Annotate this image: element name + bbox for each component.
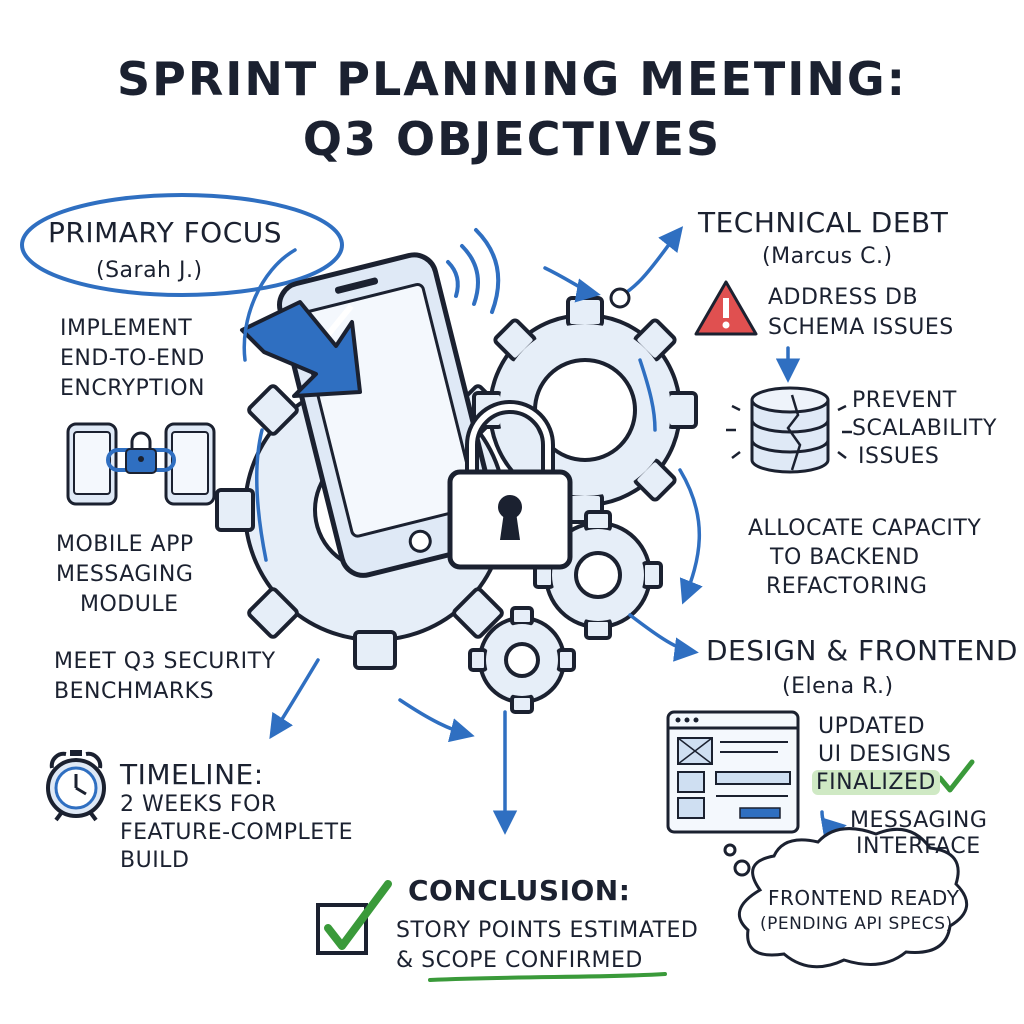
design-item2-line1: MESSAGING — [850, 808, 988, 833]
conclusion-checkbox-icon — [316, 880, 392, 955]
timeline-line4: BUILD — [120, 848, 190, 873]
timeline-heading: TIMELINE: — [120, 758, 264, 791]
cloud-line2: (PENDING API SPECS) — [760, 914, 953, 934]
primary-item3-line1: MEET Q3 SECURITY — [54, 649, 276, 674]
timeline-line2: 2 WEEKS FOR — [120, 792, 277, 817]
ui-wireframe-icon — [666, 710, 800, 834]
conclusion-line2: & SCOPE CONFIRMED — [396, 948, 643, 973]
td-item3-line1: ALLOCATE CAPACITY — [748, 516, 982, 541]
tiny-gear-icon — [468, 606, 576, 714]
swirl-right-mid — [638, 358, 657, 432]
finalized-check-icon — [937, 759, 975, 793]
primary-item2-line1: MOBILE APP — [56, 532, 194, 557]
secure-phones-icon — [66, 422, 216, 506]
primary-focus-oval — [20, 193, 344, 297]
primary-item3-line2: BENCHMARKS — [54, 679, 215, 704]
arrow-to-design — [628, 613, 699, 662]
primary-item1-line2: END-TO-END — [60, 346, 205, 371]
padlock-icon — [447, 400, 573, 570]
primary-item2-line3: MODULE — [80, 592, 179, 617]
technical-debt-owner: (Marcus C.) — [762, 244, 893, 269]
primary-focus-owner: (Sarah J.) — [96, 258, 203, 283]
primary-item2-line2: MESSAGING — [56, 562, 194, 587]
scope-underline — [428, 972, 667, 982]
swirl-right — [678, 468, 703, 605]
conclusion-heading: CONCLUSION: — [408, 874, 631, 907]
alarm-clock-icon — [46, 750, 106, 822]
td-item3-line3: REFACTORING — [766, 574, 928, 599]
primary-item1-line3: ENCRYPTION — [60, 376, 206, 401]
finalized-label: FINALIZED — [812, 770, 940, 795]
timeline-line3: FEATURE-COMPLETE — [120, 820, 353, 845]
td-item1-line1: ADDRESS DB — [768, 285, 919, 310]
arrow-to-messaging — [820, 810, 847, 842]
design-item1-line2: UI DESIGNS — [818, 742, 952, 767]
design-owner: (Elena R.) — [782, 674, 894, 699]
page-title-line2: Q3 OBJECTIVES — [302, 112, 722, 166]
design-item2-line2: INTERFACE — [856, 834, 981, 859]
td-item2-line1: PREVENT — [852, 388, 957, 413]
cloud-line1: FRONTEND READY — [768, 886, 960, 910]
thought-cloud — [723, 827, 968, 969]
conclusion-line1: STORY POINTS ESTIMATED — [396, 918, 699, 943]
page-title-line1: SPRINT PLANNING MEETING: — [116, 52, 908, 106]
signal-waves-icon — [446, 228, 501, 314]
small-gear-icon — [533, 510, 663, 640]
td-item1-line2: SCHEMA ISSUES — [768, 315, 954, 340]
arrow-to-node — [543, 266, 601, 303]
td-item3-line2: TO BACKEND — [770, 545, 920, 570]
primary-focus-heading: PRIMARY FOCUS — [48, 216, 283, 249]
swirl-left-top — [242, 248, 297, 362]
technical-debt-heading: TECHNICAL DEBT — [698, 206, 949, 239]
swirl-left — [255, 428, 268, 562]
database-icon — [726, 386, 852, 474]
td-item2-line2: SCALABILITY — [852, 416, 997, 441]
warning-icon — [694, 280, 758, 336]
connector-node — [609, 287, 631, 309]
design-item1-line1: UPDATED — [818, 714, 926, 739]
arrow-to-timeline — [269, 658, 320, 740]
primary-item1-line1: IMPLEMENT — [60, 316, 193, 341]
design-heading: DESIGN & FRONTEND — [706, 634, 1018, 667]
finalized-badge: FINALIZED — [812, 768, 940, 798]
arrow-to-bottom — [398, 698, 475, 743]
pointer-arrow-icon — [240, 300, 362, 398]
td-item2-line3: ISSUES — [858, 444, 940, 469]
